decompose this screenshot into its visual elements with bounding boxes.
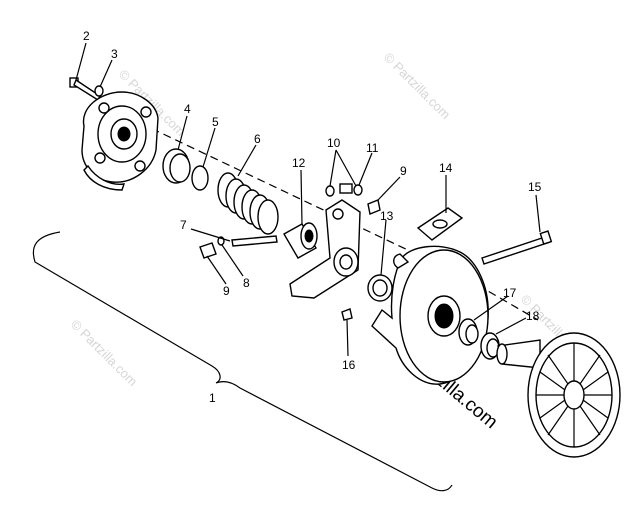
callout-3: 3	[111, 47, 118, 61]
callout-6: 6	[254, 132, 261, 146]
watermark-bottom-left: © Partzilla.com	[68, 317, 141, 390]
small-washers-part	[325, 183, 363, 197]
callout-13: 13	[380, 209, 394, 223]
callout-7: 7	[180, 218, 187, 232]
weight-arm-part	[289, 199, 361, 299]
callout-9-right: 9	[400, 164, 407, 178]
callout-12: 12	[292, 156, 306, 170]
fixed-sheave-part	[496, 332, 621, 458]
callout-16: 16	[342, 358, 356, 372]
callout-9-left: 9	[223, 284, 230, 298]
thrust-washer-part	[367, 274, 393, 302]
callout-2: 2	[83, 29, 90, 43]
washer-part	[94, 85, 104, 97]
bushing-part	[162, 148, 191, 184]
set-screw-part	[341, 308, 353, 321]
roller-part	[283, 222, 318, 259]
sheave-bushing-part	[458, 318, 479, 346]
callout-5: 5	[212, 115, 219, 129]
pin-part	[231, 235, 278, 247]
rod-part	[481, 235, 551, 265]
assembly-bracket	[32, 231, 453, 492]
pin-cap-right-part	[367, 199, 381, 215]
callout-17: 17	[503, 286, 517, 300]
movable-sheave-part	[371, 245, 489, 385]
leader-lines	[75, 42, 541, 357]
callout-18: 18	[526, 309, 540, 323]
slider-plate-part	[416, 207, 464, 241]
pin-cap-part	[199, 242, 217, 259]
spring-part	[217, 172, 279, 235]
watermark-top-right: © Partzilla.com	[381, 50, 454, 123]
svg-text:© Partzilla.com: © Partzilla.com	[68, 317, 141, 390]
callout-8: 8	[243, 276, 250, 290]
axis-line	[139, 122, 451, 271]
cover-plate-part	[81, 91, 159, 191]
svg-text:© Partzilla.com: © Partzilla.com	[381, 50, 454, 123]
shaft-bushing-part	[480, 332, 500, 360]
callout-15: 15	[528, 180, 542, 194]
callout-10: 10	[327, 136, 341, 150]
callout-11: 11	[366, 141, 379, 155]
callout-1: 1	[209, 391, 216, 405]
rod-end	[539, 230, 553, 245]
callout-14: 14	[439, 161, 453, 175]
callout-4: 4	[184, 102, 191, 116]
snap-ring-part	[191, 165, 209, 191]
